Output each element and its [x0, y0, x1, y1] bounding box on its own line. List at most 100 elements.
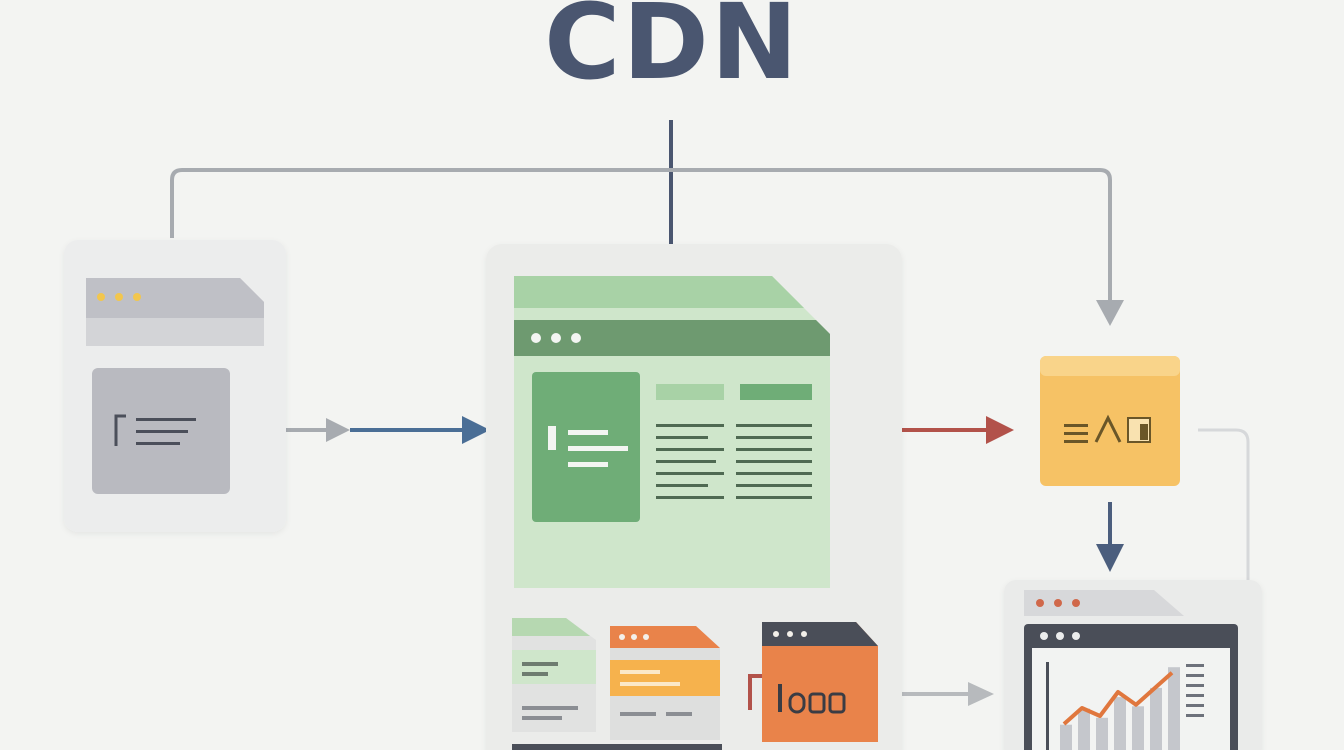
file-3-dot-3	[801, 631, 807, 637]
cdn-file-3[interactable]	[748, 622, 878, 742]
cdn-window-header	[514, 276, 804, 308]
cache-glyph-fill	[1140, 424, 1148, 440]
cdn-text-lines-left	[656, 424, 724, 499]
cdn-text-line	[656, 484, 708, 487]
file-1-line-1	[522, 662, 558, 666]
client-dot-2	[1054, 599, 1062, 607]
origin-dot-3	[133, 293, 141, 301]
origin-text-line	[136, 430, 188, 433]
cdn-text-line	[736, 460, 812, 463]
cdn-text-line	[736, 424, 812, 427]
file-3-handle	[748, 674, 762, 710]
client-list-line	[1186, 714, 1204, 717]
file-3-glyph-3	[808, 692, 826, 714]
cdn-file-2[interactable]	[610, 626, 720, 740]
cdn-dot-1	[531, 333, 541, 343]
cache-line-1	[1064, 424, 1088, 427]
arrowhead-into-cache	[1096, 300, 1124, 326]
origin-server-card[interactable]	[64, 240, 286, 532]
file-3-dot-2	[787, 631, 793, 637]
client-list-line	[1186, 664, 1204, 667]
client-list-line	[1186, 694, 1204, 697]
cdn-text-line	[736, 448, 812, 451]
client-list-line	[1186, 704, 1204, 707]
analytics-chart-icon	[1060, 667, 1180, 750]
cdn-title: CDN	[544, 0, 800, 103]
cache-line-2	[1064, 432, 1088, 435]
file-2-line-1	[620, 670, 660, 674]
chart-bar	[1114, 697, 1126, 750]
cdn-text-line	[736, 436, 812, 439]
cdn-panel-line-1	[568, 430, 608, 435]
cdn-window-titlebar	[514, 320, 830, 356]
cdn-text-line	[656, 472, 724, 475]
client-browser[interactable]	[1004, 580, 1262, 750]
cdn-dot-3	[571, 333, 581, 343]
arrow-client-head	[1096, 544, 1124, 572]
file-2-line-4	[666, 712, 692, 716]
origin-dot-1	[97, 293, 105, 301]
client-dot-3	[1072, 599, 1080, 607]
connector-cache-to-client-right	[1198, 428, 1250, 582]
file-2-line-2	[620, 682, 680, 686]
chart-bar	[1096, 717, 1108, 750]
file-3-header	[762, 622, 878, 646]
file-3-shape	[762, 622, 878, 742]
cdn-dot-2	[551, 333, 561, 343]
cdn-text-line	[736, 472, 812, 475]
client-window-header	[1024, 590, 1184, 616]
origin-text-lines	[136, 418, 196, 445]
file-1-line-4	[522, 716, 562, 720]
file-2-header	[610, 626, 720, 648]
chart-bar	[1168, 667, 1180, 750]
origin-text-line	[136, 418, 196, 421]
cdn-text-line	[656, 460, 716, 463]
cdn-header-block-2	[740, 384, 812, 400]
arrow-origin-head	[326, 418, 350, 442]
cdn-text-line	[736, 484, 812, 487]
origin-window-bar	[86, 278, 264, 318]
client-side-list	[1186, 664, 1204, 717]
file-2-dot-3	[643, 634, 649, 640]
file-2-dot-1	[619, 634, 625, 640]
file-1-line-2	[522, 672, 548, 676]
chart-bar	[1150, 687, 1162, 750]
cache-glyph-a	[1094, 414, 1122, 443]
origin-dot-2	[115, 293, 123, 301]
client-axis-y	[1046, 662, 1049, 750]
cdn-text-line	[656, 436, 708, 439]
cdn-header-block-1	[656, 384, 724, 400]
cdn-panel-line-2	[568, 446, 628, 451]
connector-top-loop	[170, 168, 1112, 300]
cache-line-3	[1064, 440, 1088, 443]
file-3-glyph-4	[828, 692, 846, 714]
file-2-dot-2	[631, 634, 637, 640]
cdn-text-line	[736, 496, 812, 499]
cache-node[interactable]	[1040, 356, 1180, 486]
file-1-band	[512, 650, 596, 684]
client-trend-line	[1062, 671, 1174, 726]
cdn-file-1[interactable]	[512, 618, 596, 732]
chart-bar	[1078, 708, 1090, 750]
client-list-line	[1186, 674, 1204, 677]
cdn-bottom-bar	[512, 744, 722, 750]
file-1-header	[512, 618, 590, 636]
cdn-edge-card[interactable]	[486, 244, 902, 750]
cache-folder-tab	[1040, 356, 1180, 376]
cdn-panel-marker	[548, 426, 556, 450]
file-2-line-3	[620, 712, 656, 716]
arrow-files-head	[968, 682, 994, 706]
file-3-glyph-2	[788, 692, 806, 714]
file-3-dot-1	[773, 631, 779, 637]
cdn-text-line	[656, 496, 724, 499]
client-list-line	[1186, 684, 1204, 687]
arrow-cache-head	[986, 416, 1014, 444]
file-3-glyph-1	[778, 684, 782, 712]
origin-text-line	[136, 442, 180, 445]
chart-bar	[1132, 706, 1144, 750]
client-monitor-dot-1	[1040, 632, 1048, 640]
origin-bracket	[114, 414, 126, 446]
client-dot-1	[1036, 599, 1044, 607]
cdn-text-line	[656, 448, 724, 451]
